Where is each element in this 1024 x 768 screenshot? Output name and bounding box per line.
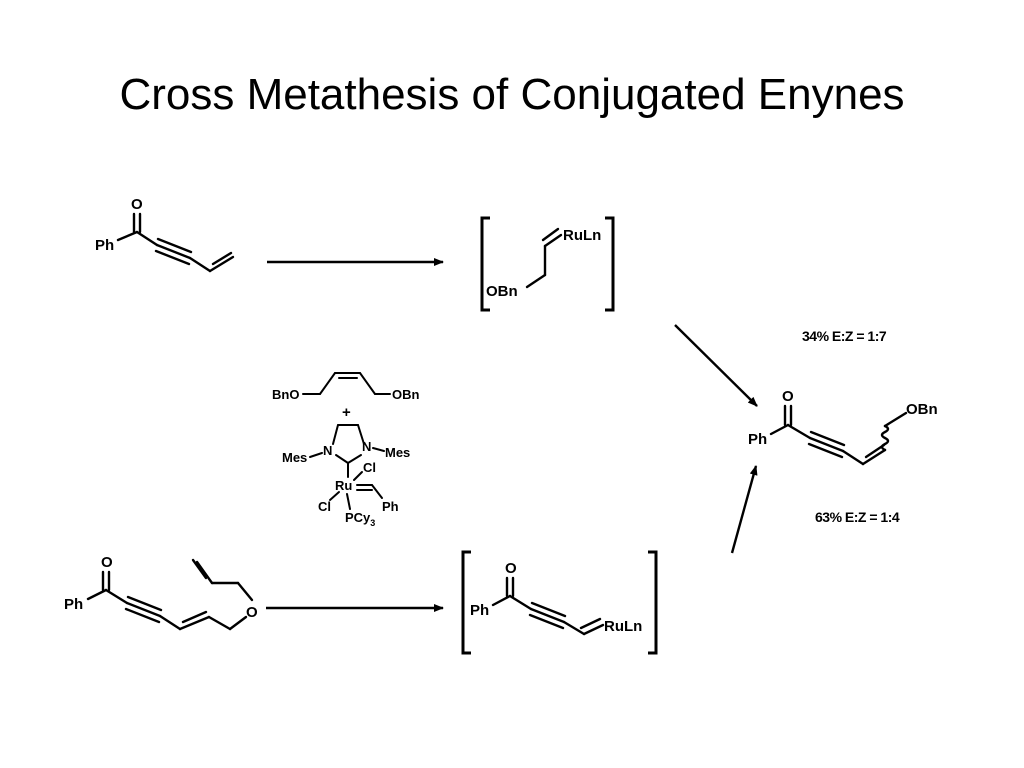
cis-butene-diol-dibenzyl-ether: BnO OBn: [272, 372, 420, 402]
allyl-ether-enyne-ketone: O Ph O: [64, 554, 258, 631]
obn-label-reagent: OBn: [392, 387, 420, 402]
ruln-label: RuLn: [563, 227, 601, 244]
ether-oxygen-label: O: [246, 604, 258, 621]
reaction-arrow-diagonal-down: [674, 324, 758, 407]
grubbs-second-generation-catalyst: N N Mes Mes Ru Cl Ph Cl PCy3: [282, 424, 410, 528]
plus-sign: +: [342, 404, 351, 421]
ruthenium-alkylidene-intermediate-bottom: O Ph RuLn: [461, 550, 658, 655]
phenyl-label: Ph: [95, 237, 114, 254]
carbonyl-oxygen-label-intermediate: O: [505, 560, 517, 577]
nitrogen-label-left: N: [323, 443, 332, 458]
ruthenium-label: Ru: [335, 478, 352, 493]
carbonyl-oxygen-label-product: O: [782, 388, 794, 405]
phenyl-label-intermediate: Ph: [470, 602, 489, 619]
phenyl-label-catalyst: Ph: [382, 499, 399, 514]
mes-label-right: Mes: [385, 445, 410, 460]
bno-label: BnO: [272, 387, 299, 402]
obn-label-product: OBn: [906, 401, 938, 418]
ruthenium-alkylidene-intermediate-top: RuLn OBn: [480, 216, 615, 312]
phenyl-label-product: Ph: [748, 431, 767, 448]
slide-title: Cross Metathesis of Conjugated Enynes: [119, 70, 905, 119]
ruln-label-bottom: RuLn: [604, 618, 642, 635]
carbonyl-oxygen-label-bottom: O: [101, 554, 113, 571]
chloride-label-bottom: Cl: [318, 499, 331, 514]
reaction-arrow-diagonal-up: [730, 465, 758, 554]
mes-label-left: Mes: [282, 450, 307, 465]
chloride-label-top: Cl: [363, 460, 376, 475]
cross-metathesis-product: O Ph OBn: [748, 388, 938, 466]
carbonyl-oxygen-label: O: [131, 196, 143, 213]
starting-enyne-ketone: O Ph: [95, 196, 235, 273]
obn-label: OBn: [486, 283, 518, 300]
yield-label-bottom: 63% E:Z = 1:4: [815, 509, 900, 525]
yield-label-top: 34% E:Z = 1:7: [802, 328, 887, 344]
tricyclohexylphosphine-label: PCy3: [345, 510, 375, 528]
nitrogen-label-right: N: [362, 439, 371, 454]
phenyl-label-bottom: Ph: [64, 596, 83, 613]
